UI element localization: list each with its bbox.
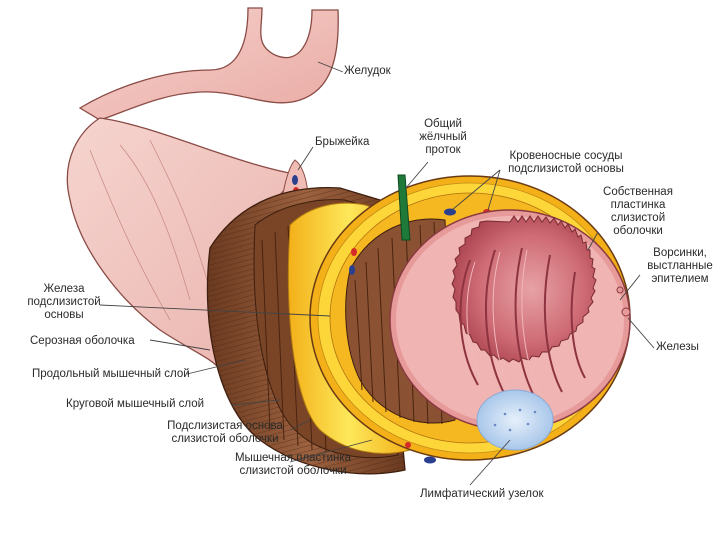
label-circular-muscle: Круговой мышечный слой — [66, 398, 205, 410]
lumen-villi — [451, 215, 597, 399]
bile-duct — [397, 174, 411, 241]
blood-vessel — [351, 248, 357, 256]
label-lymph-node: Лимфатический узелок — [420, 488, 544, 500]
label-serosa: Серозная оболочка — [30, 335, 135, 347]
blood-vessel — [444, 208, 456, 216]
blood-vessel — [405, 442, 411, 448]
blood-vessel — [424, 456, 436, 464]
stomach-shape — [78, 7, 339, 121]
lymphatic-nodule — [476, 389, 554, 451]
blood-vessel — [349, 265, 355, 275]
gland-bump — [621, 307, 631, 317]
leader-lines — [99, 61, 655, 486]
label-stomach: Желудок — [344, 65, 391, 77]
label-glands: Железы — [656, 341, 699, 353]
gland-bump — [616, 286, 624, 294]
label-mesentery: Брыжейка — [315, 136, 370, 148]
label-longitudinal-muscle: Продольный мышечный слой — [32, 368, 190, 380]
